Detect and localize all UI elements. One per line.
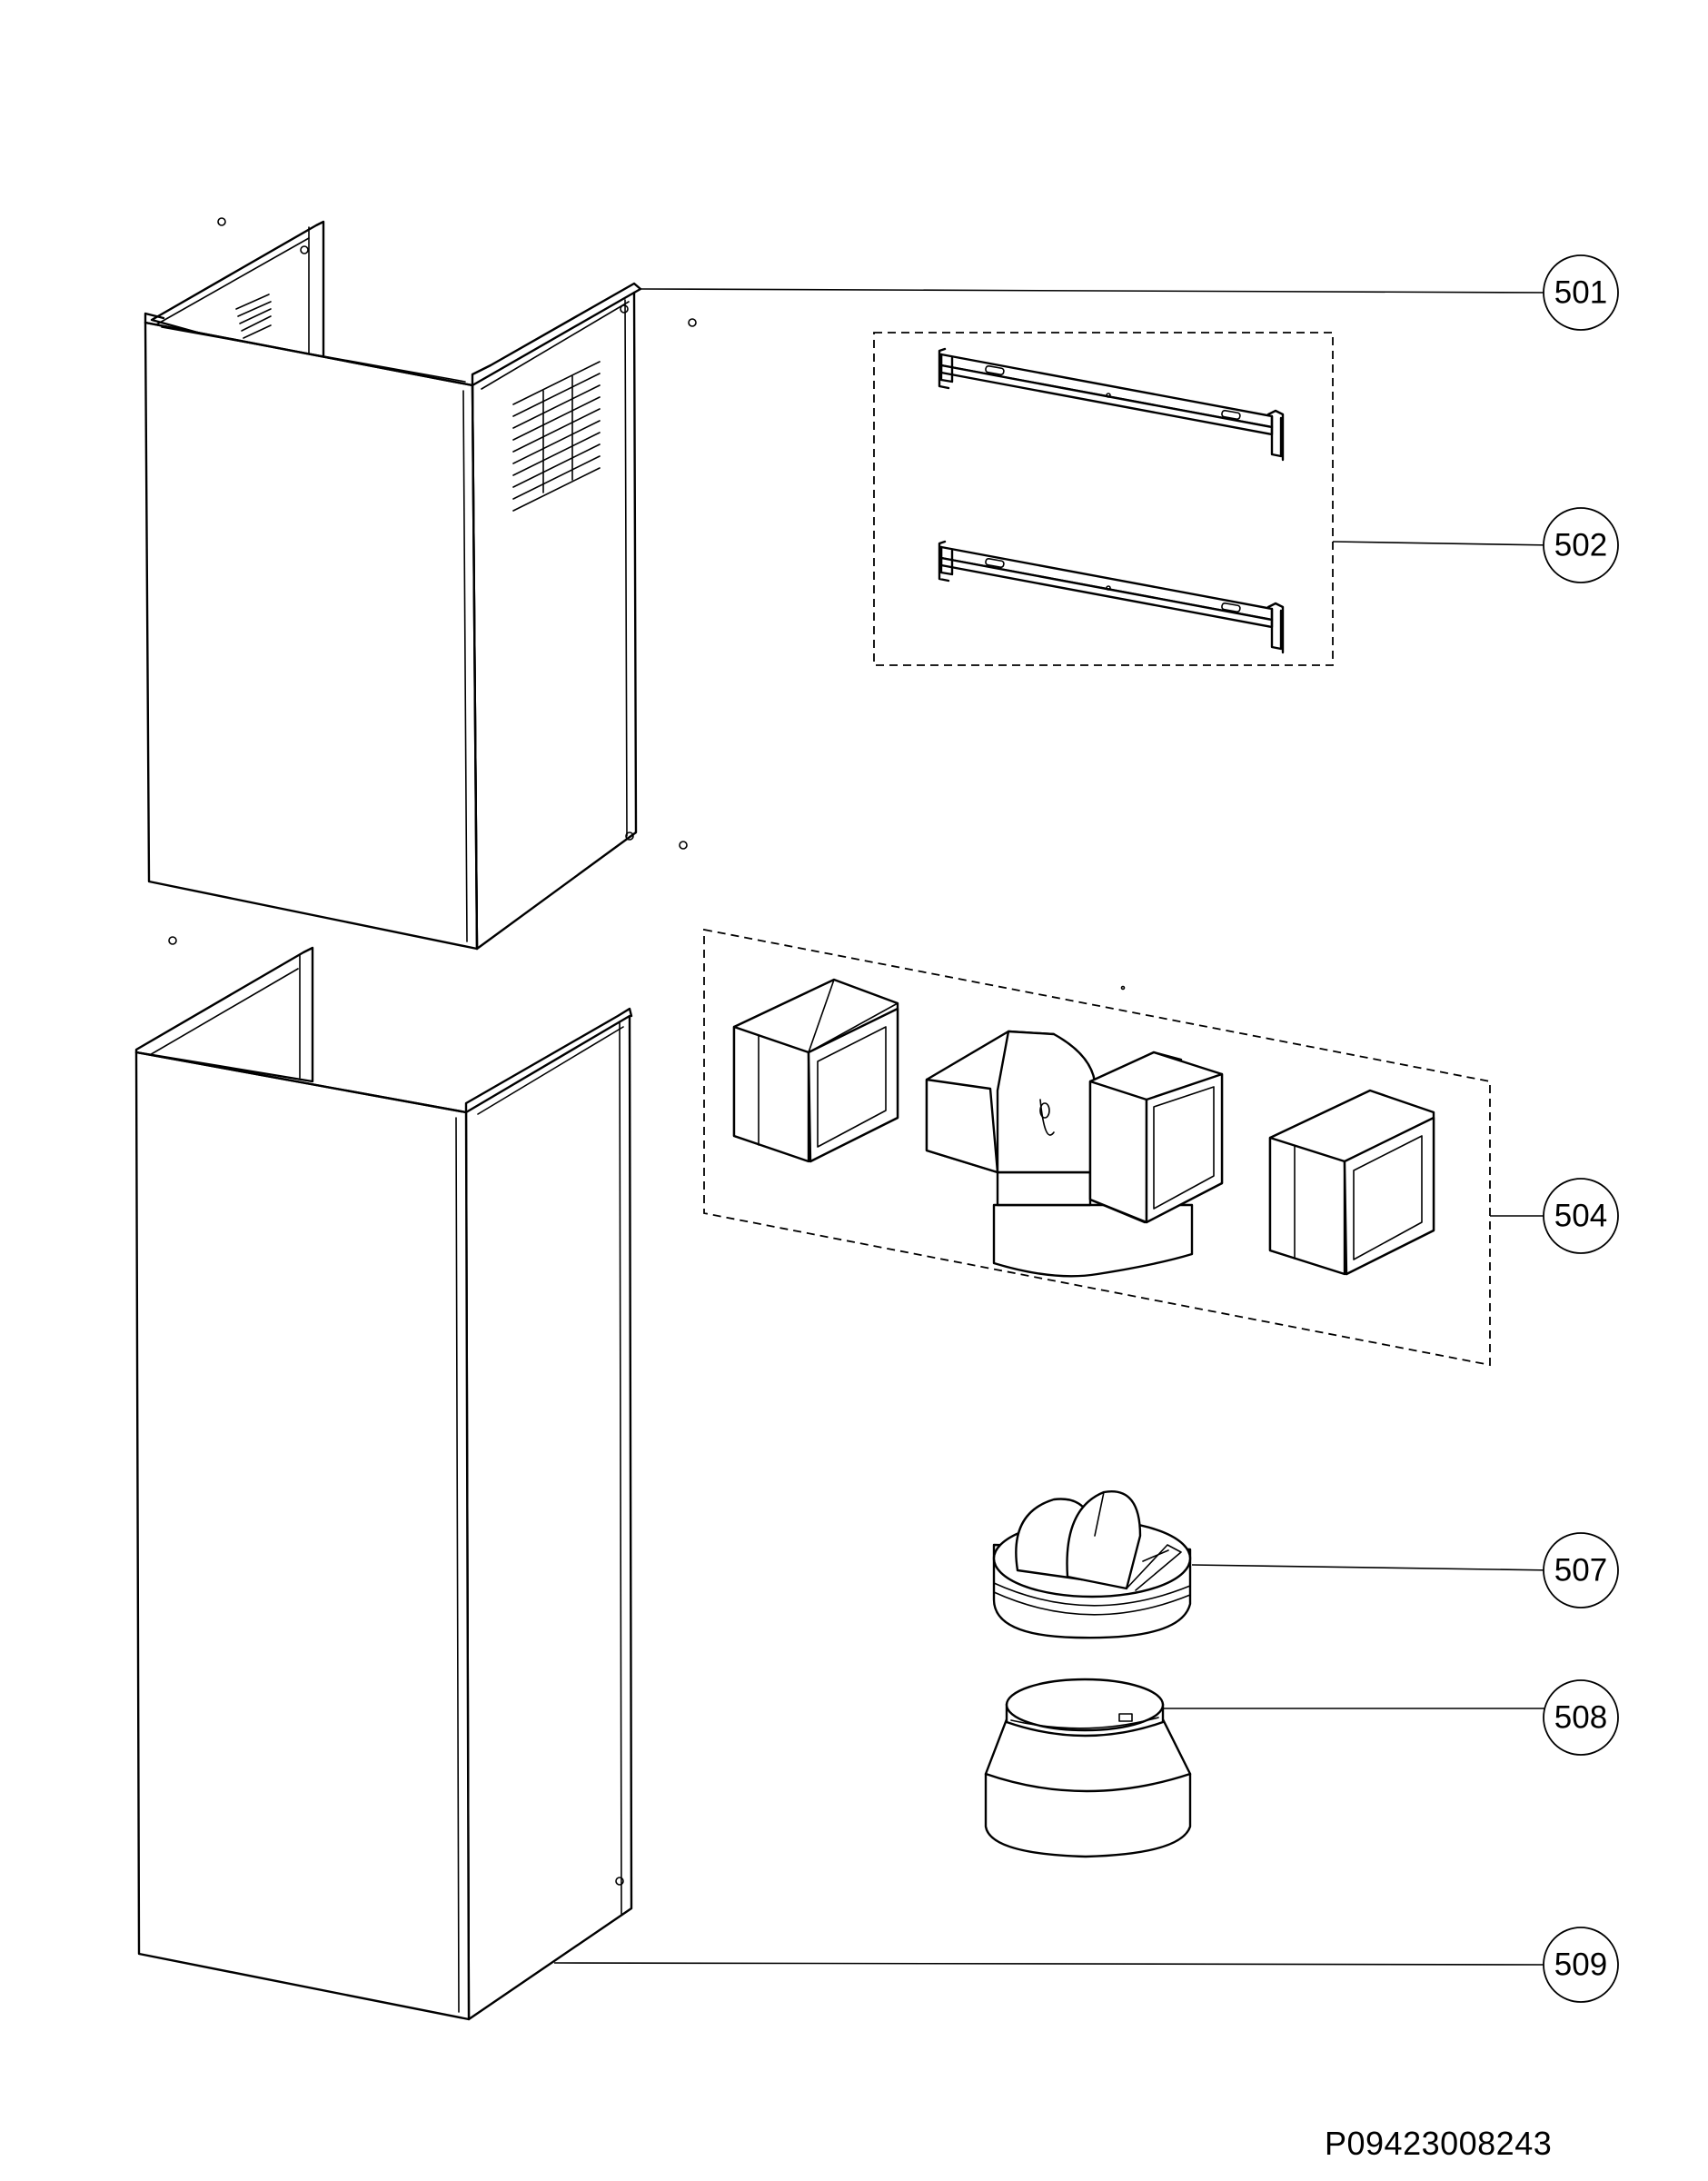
mounting-brackets (873, 332, 1334, 666)
lower-chimney-cover (134, 946, 633, 2021)
backdraft-damper (992, 1490, 1192, 1639)
callout-502[interactable]: 502 (1543, 507, 1619, 583)
callout-501[interactable]: 501 (1543, 254, 1619, 331)
callout-label-504: 504 (1554, 1199, 1607, 1234)
back-vent-grille (235, 294, 272, 339)
screw-icon (168, 217, 697, 945)
upper-chimney-cover (144, 217, 697, 951)
callout-507[interactable]: 507 (1543, 1532, 1619, 1608)
callout-504[interactable]: 504 (1543, 1178, 1619, 1254)
callout-label-509: 509 (1554, 1947, 1607, 1983)
elbow-adapter (925, 1030, 1224, 1278)
callout-label-508: 508 (1554, 1700, 1607, 1736)
rectangular-connector-left (732, 978, 899, 1163)
side-vent-grille (512, 361, 601, 512)
bracket-upper (938, 347, 1285, 462)
bracket-lower (938, 540, 1285, 654)
callout-509[interactable]: 509 (1543, 1927, 1619, 2003)
callout-label-501: 501 (1554, 275, 1607, 311)
callout-label-507: 507 (1554, 1553, 1607, 1588)
duct-adapter-kit (703, 928, 1491, 1367)
rectangular-connector-right (1268, 1089, 1435, 1276)
part-code-label: P09423008243 (1325, 2125, 1553, 2162)
callout-label-502: 502 (1554, 528, 1607, 563)
reducer-ring (984, 1678, 1192, 1858)
leader-lines (553, 288, 1554, 1966)
callout-508[interactable]: 508 (1543, 1679, 1619, 1756)
